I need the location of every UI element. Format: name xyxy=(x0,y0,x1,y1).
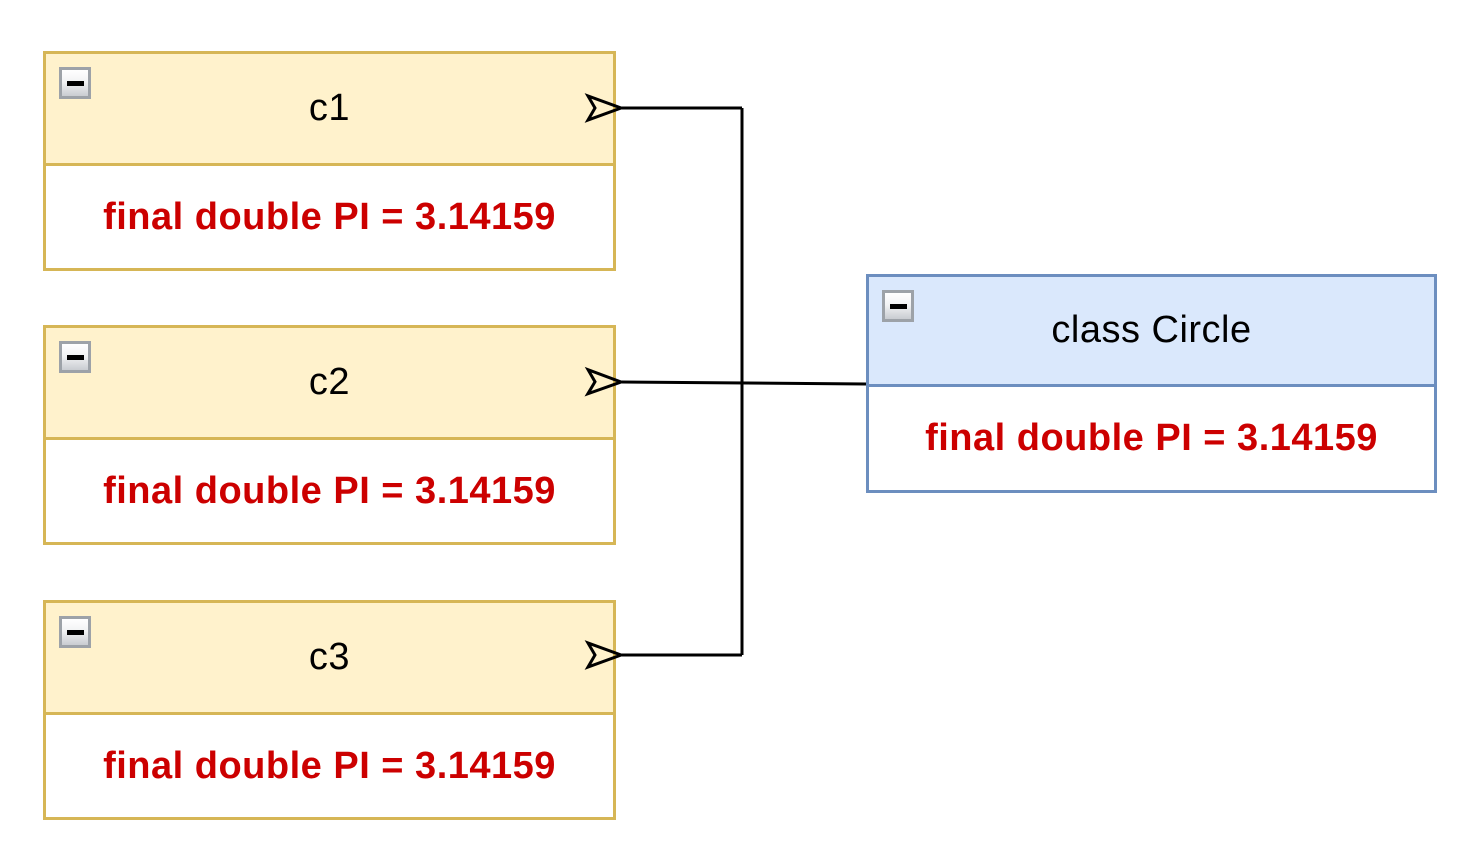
collapse-button[interactable] xyxy=(59,616,91,648)
minus-icon xyxy=(66,80,84,86)
object-title: c3 xyxy=(308,636,351,678)
class-title: class Circle xyxy=(1051,309,1252,351)
class-node-circle[interactable]: class Circle final double PI = 3.14159 xyxy=(866,274,1437,493)
minus-icon xyxy=(66,629,84,635)
object-c3-body: final double PI = 3.14159 xyxy=(46,715,613,817)
minus-icon xyxy=(66,354,84,360)
object-c1-body: final double PI = 3.14159 xyxy=(46,166,613,268)
collapse-button[interactable] xyxy=(59,341,91,373)
edge-circle-to-c2[interactable] xyxy=(621,382,867,384)
object-node-c1[interactable]: c1 final double PI = 3.14159 xyxy=(43,51,616,271)
object-title: c2 xyxy=(308,361,351,403)
object-c1-header: c1 xyxy=(46,54,613,166)
object-node-c2[interactable]: c2 final double PI = 3.14159 xyxy=(43,325,616,545)
field-text: final double PI = 3.14159 xyxy=(103,469,556,512)
collapse-button[interactable] xyxy=(882,290,914,322)
field-text: final double PI = 3.14159 xyxy=(925,417,1378,459)
class-circle-body: final double PI = 3.14159 xyxy=(869,387,1434,490)
field-text: final double PI = 3.14159 xyxy=(103,195,556,238)
field-text: final double PI = 3.14159 xyxy=(103,744,556,787)
object-c2-header: c2 xyxy=(46,328,613,440)
minus-icon xyxy=(889,303,907,309)
collapse-button[interactable] xyxy=(59,67,91,99)
object-c3-header: c3 xyxy=(46,603,613,715)
class-circle-header: class Circle xyxy=(869,277,1434,387)
object-title: c1 xyxy=(308,87,351,129)
object-c2-body: final double PI = 3.14159 xyxy=(46,440,613,542)
object-node-c3[interactable]: c3 final double PI = 3.14159 xyxy=(43,600,616,820)
